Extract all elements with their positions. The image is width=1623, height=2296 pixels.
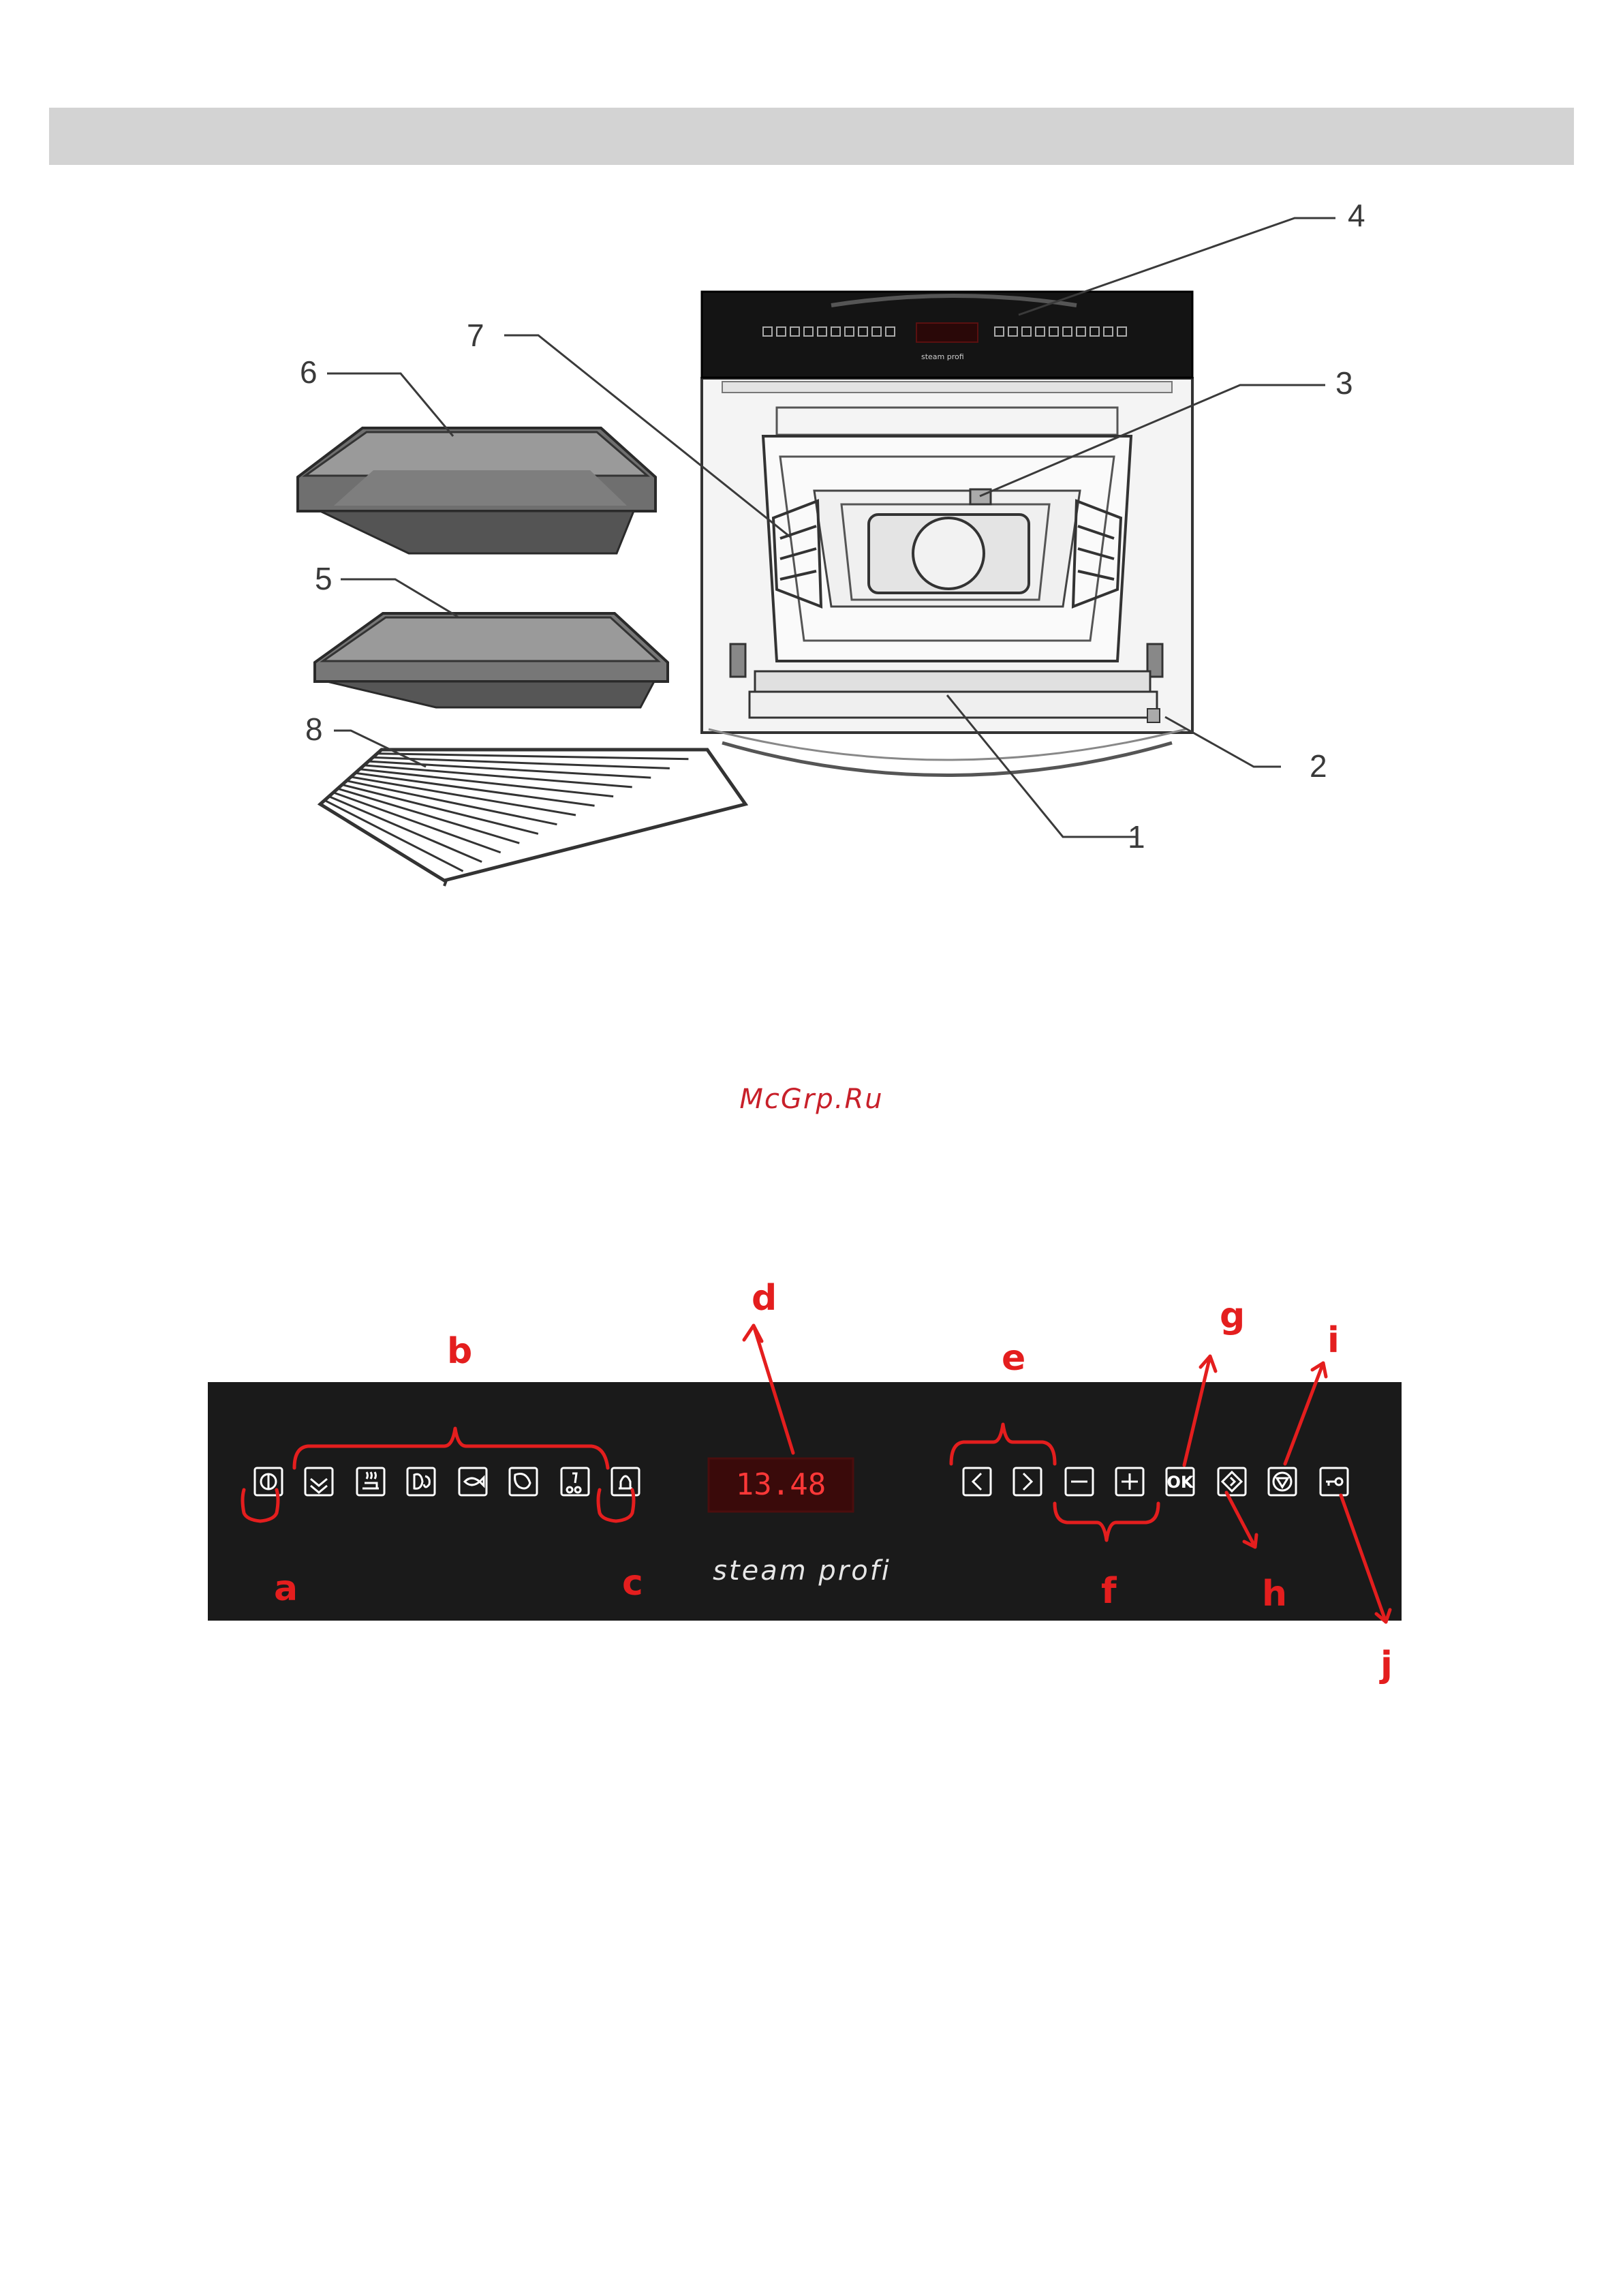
brand-label: steam profi — [713, 1555, 891, 1587]
callout-4: 4 — [1348, 198, 1365, 233]
oven-unit: steam profi — [702, 292, 1192, 776]
svg-text:steam profi: steam profi — [921, 352, 964, 361]
callout-2: 2 — [1310, 748, 1327, 784]
accessory-deep-tray — [298, 428, 655, 553]
label-h: h — [1262, 1574, 1287, 1614]
label-j: j — [1379, 1644, 1393, 1685]
label-f: f — [1101, 1571, 1117, 1612]
label-a: a — [274, 1568, 298, 1609]
label-i: i — [1327, 1320, 1340, 1361]
callout-5: 5 — [315, 561, 333, 596]
callout-8: 8 — [305, 711, 323, 747]
accessory-shallow-tray — [315, 613, 668, 707]
label-g: g — [1220, 1296, 1245, 1336]
accessory-wire-rack — [320, 750, 745, 886]
ok-label: OK — [1167, 1473, 1194, 1492]
callout-3: 3 — [1335, 365, 1353, 401]
callout-6: 6 — [300, 354, 318, 390]
watermark: McGrp.Ru — [0, 1084, 1623, 1115]
label-d: d — [752, 1278, 777, 1319]
label-e: e — [1002, 1338, 1025, 1379]
label-b: b — [447, 1331, 472, 1372]
callout-1: 1 — [1128, 819, 1145, 855]
label-c: c — [622, 1563, 643, 1604]
callout-7: 7 — [467, 318, 484, 353]
display-time: 13.48 — [736, 1467, 826, 1502]
